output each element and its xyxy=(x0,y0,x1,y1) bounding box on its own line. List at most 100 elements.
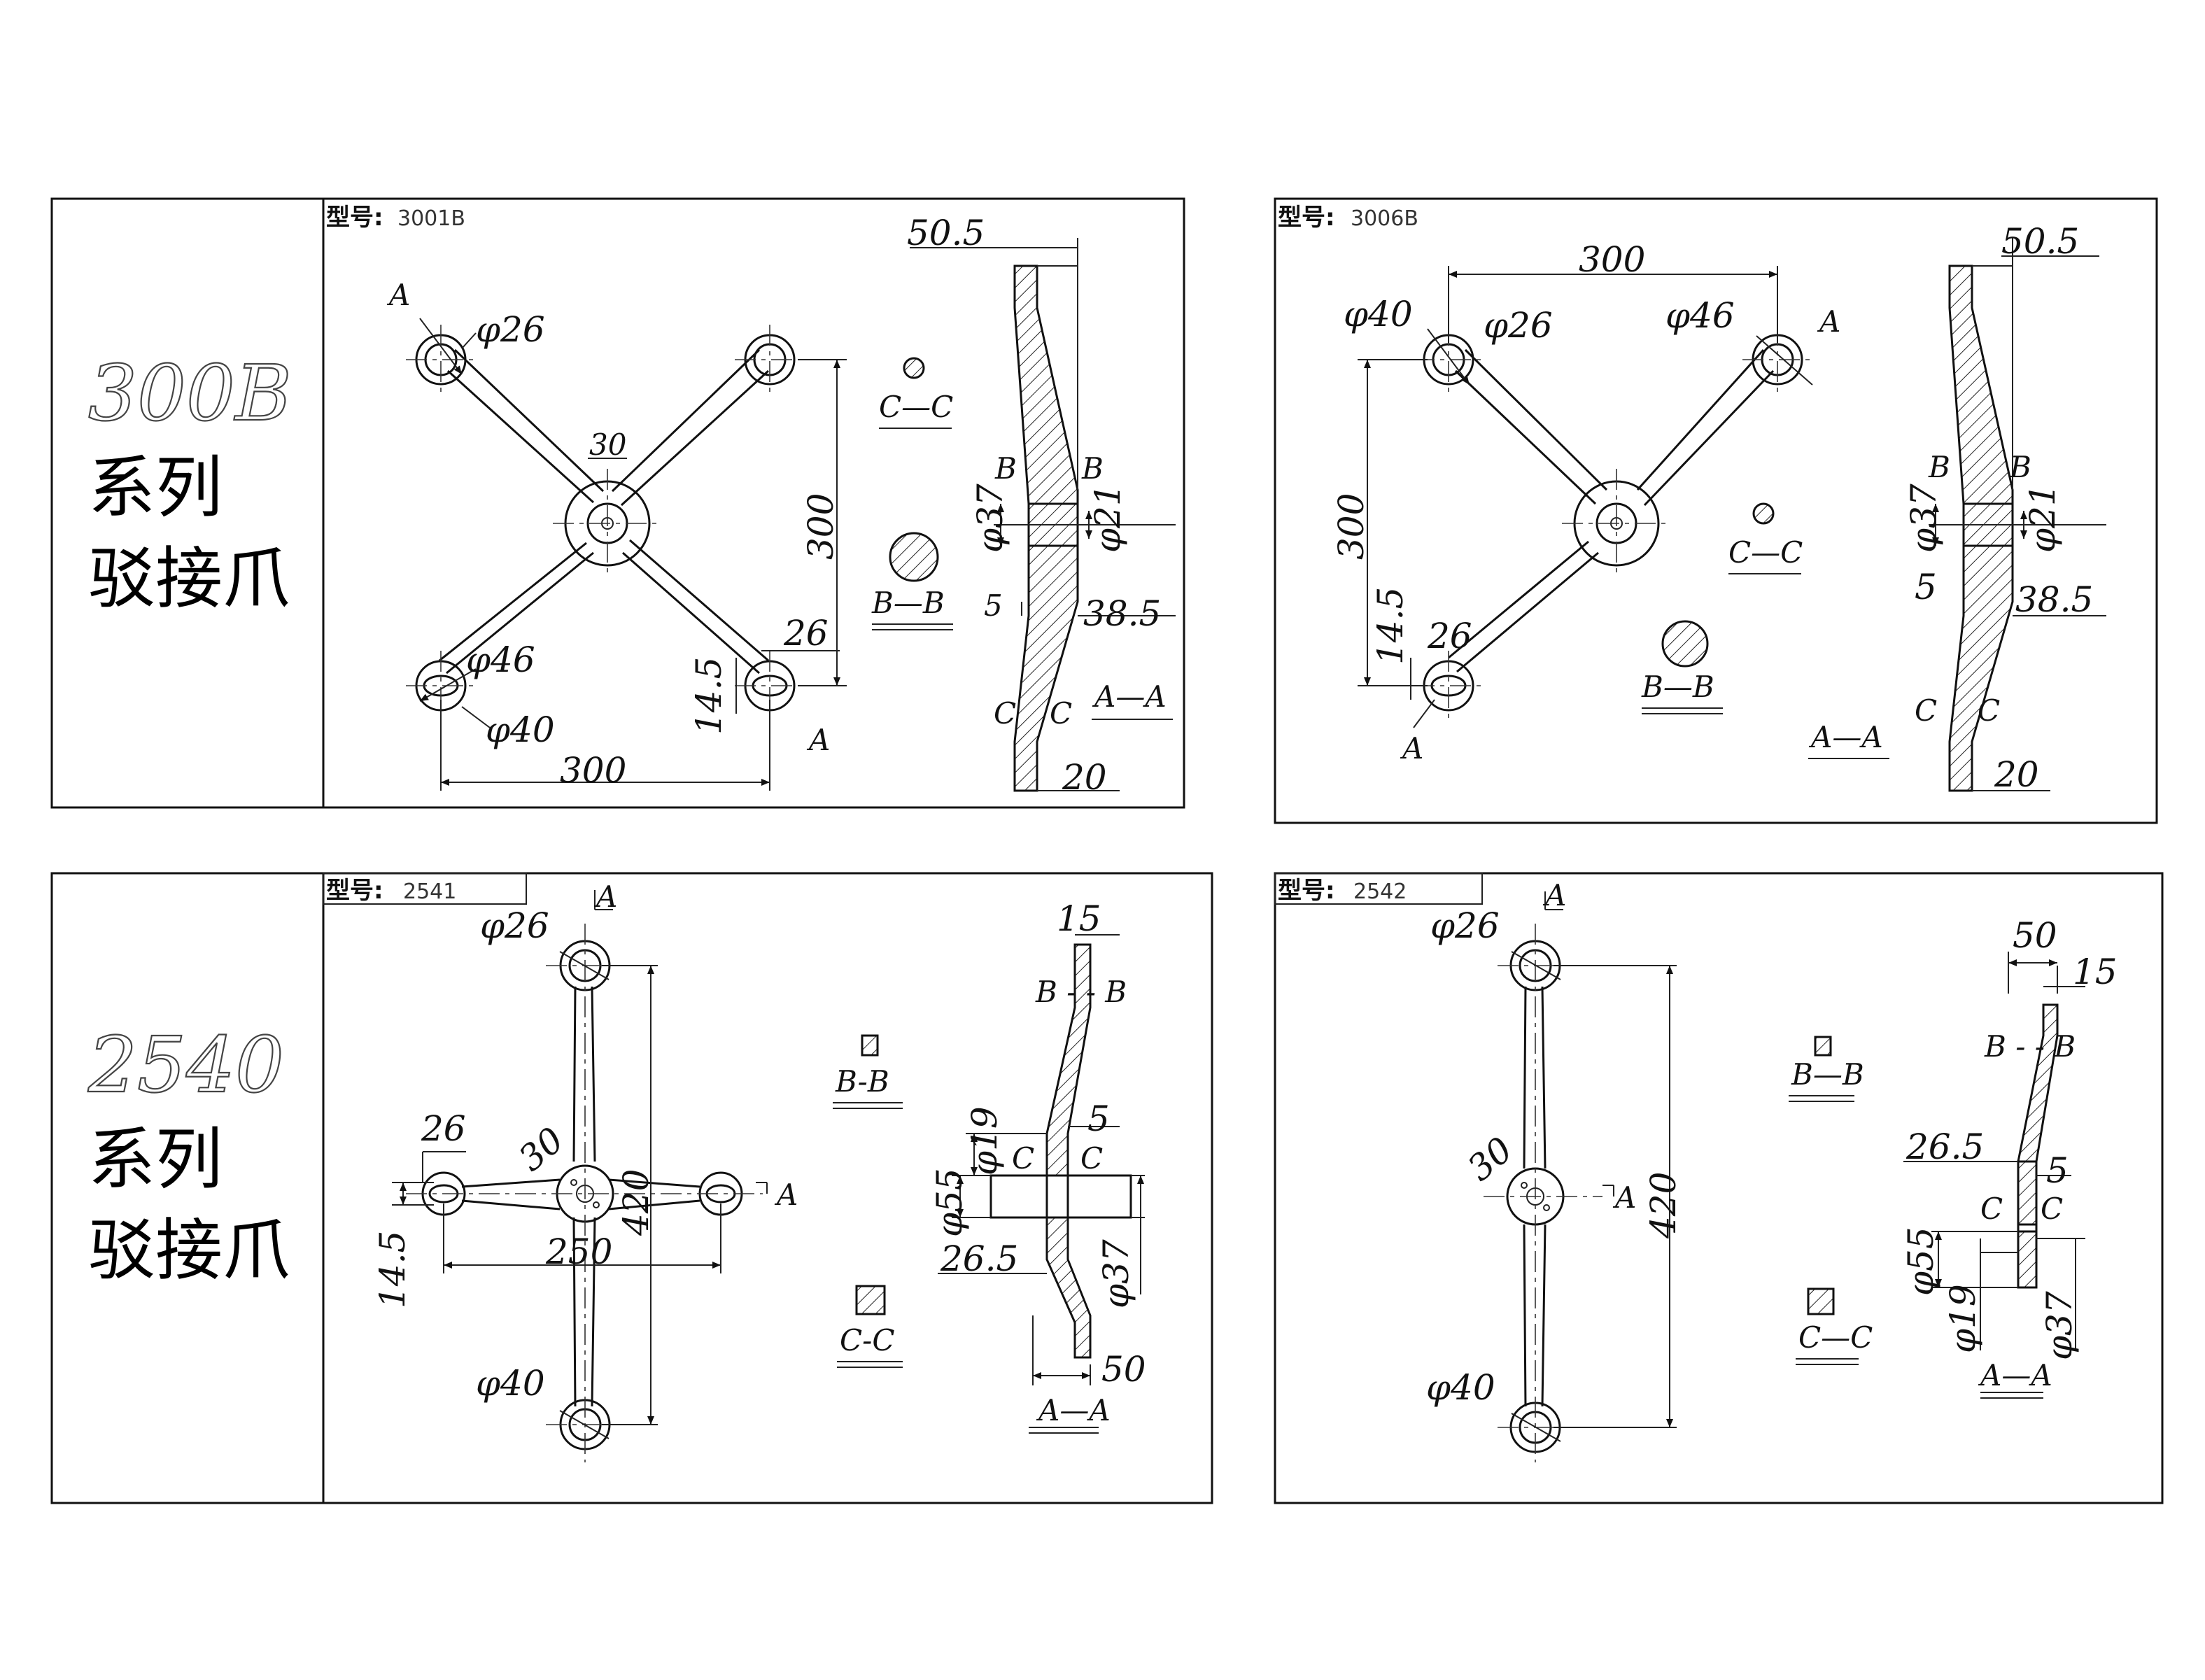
model-number: 3001B xyxy=(397,206,465,231)
dim-14-5: 14.5 xyxy=(689,657,729,735)
dim-38-5: 38.5 xyxy=(1083,593,1161,634)
section-mark-c: C xyxy=(1980,1192,2003,1226)
section-bb-shape xyxy=(1661,620,1709,668)
dim-26: 26 xyxy=(783,613,829,654)
dim-26: 26 xyxy=(421,1108,466,1149)
dim-38-5: 38.5 xyxy=(2015,579,2093,620)
model-number: 2541 xyxy=(403,880,456,904)
series-line1: 系列 xyxy=(88,1120,223,1199)
series-code: 2540 xyxy=(87,1020,284,1110)
dim-d37: φ37 xyxy=(1096,1239,1136,1308)
dim-20: 20 xyxy=(1062,757,1107,798)
section-mark-c: C xyxy=(1978,693,2000,728)
series-code: 300B xyxy=(88,348,292,438)
dim-5: 5 xyxy=(1915,567,1937,607)
model-number: 2542 xyxy=(1353,880,1407,904)
section-mark-a: A xyxy=(1817,304,1840,339)
section-mark-b-b: B - - B xyxy=(1035,975,1127,1009)
section-mark-c: C xyxy=(1012,1141,1034,1176)
panel-2541: 型号: 2541 xyxy=(323,873,1146,1462)
frame-2542 xyxy=(1274,872,2164,1504)
bolt-hole xyxy=(1423,334,1803,712)
section-mark-c: C xyxy=(1080,1141,1103,1176)
dim-50: 50 xyxy=(1101,1349,1146,1390)
section-mark-a: A xyxy=(1542,878,1566,912)
dim-d26: φ26 xyxy=(1430,905,1500,946)
section-title-cc: C—C xyxy=(879,390,953,424)
dim-50-5: 50.5 xyxy=(2001,221,2079,262)
dim-420: 420 xyxy=(616,1169,656,1236)
section-mark-b: B xyxy=(2009,450,2031,484)
dim-15: 15 xyxy=(2073,952,2118,992)
dim-30: 30 xyxy=(1460,1129,1520,1189)
panel-3006b: 型号: 3006B 300 30 xyxy=(1278,204,2106,795)
panel-2542: 型号: 2542 φ26 φ40 30 420 A A xyxy=(1274,873,2118,1462)
series-300b-title: 300B 系列 驳接爪 xyxy=(87,348,293,618)
section-title-aa: A—A xyxy=(1036,1393,1111,1427)
model-number: 3006B xyxy=(1351,206,1418,231)
model-label: 型号: xyxy=(1278,204,1335,232)
dim-height: 300 xyxy=(801,493,841,560)
dim-d26: φ26 xyxy=(1484,305,1553,346)
section-mark-c: C xyxy=(1050,696,1072,730)
dim-50: 50 xyxy=(2013,915,2057,956)
section-cc-shape xyxy=(855,1285,886,1315)
section-mark-a: A xyxy=(1612,1180,1636,1215)
dim-d46: φ46 xyxy=(466,640,535,680)
dim-width: 300 xyxy=(560,750,626,791)
dim-d19: φ19 xyxy=(1943,1284,1983,1353)
section-mark-a: A xyxy=(386,278,410,312)
section-mark-b-b: B - - B xyxy=(1984,1029,2076,1064)
dim-20: 20 xyxy=(1994,754,2039,795)
dim-d26: φ26 xyxy=(476,309,545,350)
section-mark-a: A xyxy=(1400,731,1423,765)
dim-hub: 30 xyxy=(589,428,626,462)
dim-250: 250 xyxy=(545,1231,612,1272)
dim-420: 420 xyxy=(1643,1172,1684,1239)
dim-d37: φ37 xyxy=(970,483,1010,553)
model-label: 型号: xyxy=(326,877,383,905)
series-line1: 系列 xyxy=(88,449,223,527)
series-2540-title: 2540 系列 驳接爪 xyxy=(87,1019,290,1290)
dim-d21: φ21 xyxy=(1087,483,1128,553)
dim-14-5: 14.5 xyxy=(1370,587,1411,665)
section-mark-c: C xyxy=(1915,693,1937,728)
section-cc-shape xyxy=(1752,502,1775,525)
dim-30: 30 xyxy=(511,1120,571,1179)
dim-d40: φ40 xyxy=(476,1363,545,1404)
dim-d55: φ55 xyxy=(1901,1227,1941,1296)
frame-2540 xyxy=(50,872,1213,1504)
section-title-bb: B-B xyxy=(835,1064,889,1099)
section-bb-shape xyxy=(1814,1036,1832,1057)
section-title-bb: B—B xyxy=(1641,670,1714,704)
dim-d46: φ46 xyxy=(1665,295,1735,336)
section-title-bb: B—B xyxy=(871,586,945,620)
dim-14-5: 14.5 xyxy=(372,1231,413,1308)
section-bb-shape xyxy=(861,1034,879,1057)
bolt-hole xyxy=(421,940,743,1450)
dim-width: 300 xyxy=(1579,239,1645,280)
dim-5: 5 xyxy=(2046,1150,2069,1191)
section-mark-a: A xyxy=(774,1178,798,1212)
model-label: 型号: xyxy=(1278,877,1335,905)
dim-d37: φ37 xyxy=(2039,1291,2080,1360)
section-mark-b: B xyxy=(1928,450,1950,484)
dim-d37: φ37 xyxy=(1903,483,1944,553)
section-bb-shape xyxy=(889,532,939,582)
dim-d26: φ26 xyxy=(480,905,549,946)
section-mark-b: B xyxy=(994,451,1017,486)
frame-3006b xyxy=(1274,197,2158,824)
dim-50-5: 50.5 xyxy=(907,213,985,253)
section-cc-shape xyxy=(1807,1287,1835,1315)
section-title-cc: C-C xyxy=(840,1323,894,1357)
dim-d19: φ19 xyxy=(964,1106,1005,1176)
dim-d21: φ21 xyxy=(2022,483,2063,553)
dim-d55: φ55 xyxy=(929,1168,970,1237)
dim-d40: φ40 xyxy=(486,710,555,750)
section-mark-b: B xyxy=(1081,451,1104,486)
dim-d40: φ40 xyxy=(1426,1367,1495,1408)
dim-26-5: 26.5 xyxy=(1905,1127,1984,1167)
section-mark-a: A xyxy=(806,723,830,757)
dim-26: 26 xyxy=(1427,616,1472,656)
